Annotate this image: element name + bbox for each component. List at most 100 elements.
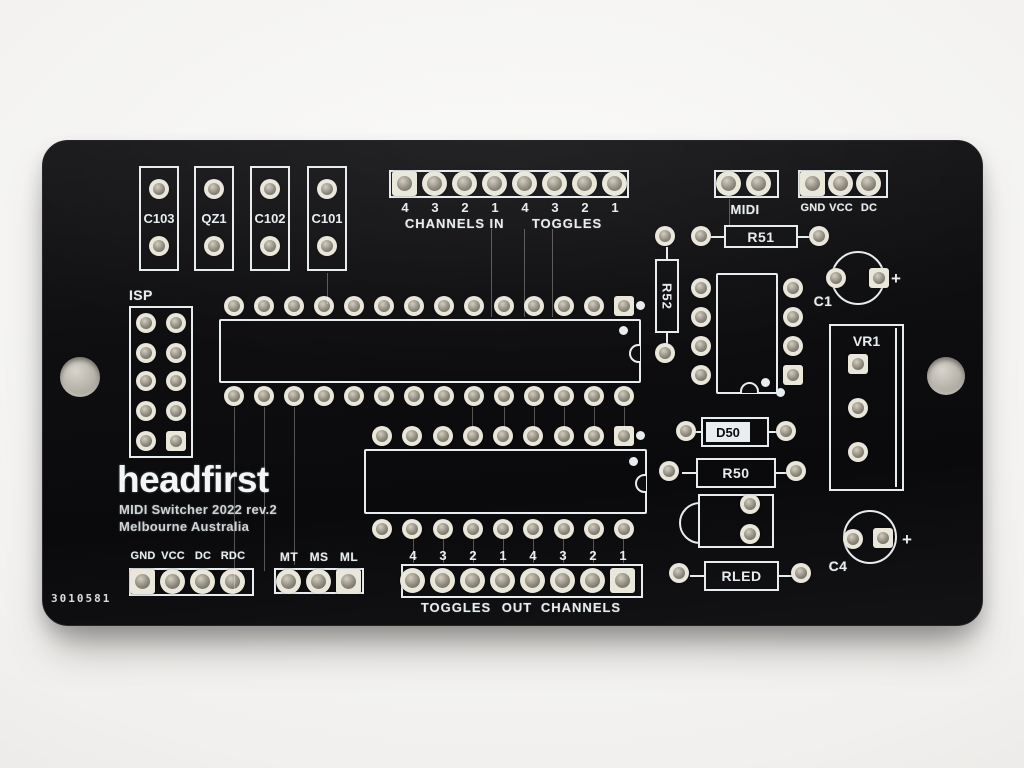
pad xyxy=(372,426,392,446)
pad xyxy=(136,313,156,333)
pad-square xyxy=(783,365,803,385)
power-top-pin-dc: DC xyxy=(860,202,878,214)
power-top-pin-gnd: GND xyxy=(800,202,826,214)
label-midi: MIDI xyxy=(730,202,760,217)
trace xyxy=(472,407,473,431)
pin1-dot xyxy=(636,431,645,440)
channels-in-connector xyxy=(389,170,629,198)
trace xyxy=(443,539,444,563)
pad xyxy=(783,307,803,327)
pad xyxy=(404,296,424,316)
serial-number: 3010581 xyxy=(51,592,112,605)
pad xyxy=(716,171,741,196)
top-pin-number: 2 xyxy=(581,200,589,215)
trace xyxy=(624,407,625,431)
bottom-pin-number: 4 xyxy=(409,548,417,563)
label-isp: ISP xyxy=(129,287,153,303)
pad xyxy=(524,386,544,406)
top-pin-number: 3 xyxy=(431,200,439,215)
pad xyxy=(434,386,454,406)
pad xyxy=(523,426,543,446)
board-location: Melbourne Australia xyxy=(119,519,250,534)
pad xyxy=(166,343,186,363)
pad xyxy=(482,171,507,196)
pad xyxy=(374,296,394,316)
pad xyxy=(746,171,771,196)
pad xyxy=(314,296,334,316)
board-subtitle: MIDI Switcher 2022 rev.2 xyxy=(119,502,277,517)
bottom-header-word-toggles: TOGGLES xyxy=(420,600,492,615)
trace xyxy=(473,539,474,563)
trace xyxy=(594,407,595,431)
pad xyxy=(691,307,711,327)
pad xyxy=(691,226,711,246)
pad xyxy=(224,296,244,316)
pin1-dot xyxy=(776,388,785,397)
bottom-header-word-out: OUT xyxy=(501,600,533,615)
pad xyxy=(254,386,274,406)
pad xyxy=(220,569,245,594)
c1-plus-mark: + xyxy=(891,269,901,288)
mode-pin-ms: MS xyxy=(309,550,329,564)
pad xyxy=(786,461,806,481)
pad xyxy=(204,179,224,199)
component-r51: R51 xyxy=(710,225,812,248)
pad xyxy=(400,568,425,593)
bottom-pin-number: 1 xyxy=(499,548,507,563)
pad xyxy=(828,171,853,196)
label-rled: RLED xyxy=(721,568,762,584)
component-led-outline xyxy=(698,494,774,548)
pad xyxy=(149,236,169,256)
pad-square xyxy=(869,268,889,288)
pad xyxy=(317,236,337,256)
pad xyxy=(224,386,244,406)
mounting-hole-right xyxy=(927,357,965,395)
pad xyxy=(542,171,567,196)
top-header-word-channels: CHANNELS xyxy=(404,216,486,231)
pad xyxy=(260,179,280,199)
pad xyxy=(490,568,515,593)
pad xyxy=(463,519,483,539)
trace xyxy=(534,407,535,431)
trace xyxy=(504,407,505,431)
label-d50: D50 xyxy=(706,422,750,442)
trace xyxy=(294,407,295,565)
pad xyxy=(344,296,364,316)
pad-square xyxy=(336,569,361,594)
pin1-dot xyxy=(761,378,770,387)
bottom-pin-number: 4 xyxy=(529,548,537,563)
pad xyxy=(314,386,334,406)
pad xyxy=(149,179,169,199)
pad xyxy=(584,426,604,446)
top-pin-number: 3 xyxy=(551,200,559,215)
pad xyxy=(584,386,604,406)
label-c101: C101 xyxy=(311,211,343,226)
pad xyxy=(166,313,186,333)
pad xyxy=(284,386,304,406)
pad-square xyxy=(392,171,417,196)
pad xyxy=(584,519,604,539)
pad xyxy=(494,386,514,406)
power-bottom-pin-vcc: VCC xyxy=(161,550,185,562)
pad xyxy=(550,568,575,593)
power-bottom-pin-rdc: RDC xyxy=(220,550,246,562)
label-vr1: VR1 xyxy=(852,333,881,349)
pad-square xyxy=(610,568,635,593)
pad xyxy=(826,268,846,288)
pad xyxy=(452,171,477,196)
pad xyxy=(494,296,514,316)
pad xyxy=(404,386,424,406)
bottom-header-word-channels: CHANNELS xyxy=(540,600,622,615)
pad xyxy=(655,226,675,246)
mode-pin-ml: ML xyxy=(339,550,359,564)
label-c102: C102 xyxy=(254,211,286,226)
pad xyxy=(460,568,485,593)
pad xyxy=(523,519,543,539)
pad xyxy=(204,236,224,256)
pad xyxy=(524,296,544,316)
label-r50: R50 xyxy=(722,465,750,481)
pad xyxy=(691,365,711,385)
pad xyxy=(791,563,811,583)
pad-square xyxy=(130,569,155,594)
pad xyxy=(276,569,301,594)
